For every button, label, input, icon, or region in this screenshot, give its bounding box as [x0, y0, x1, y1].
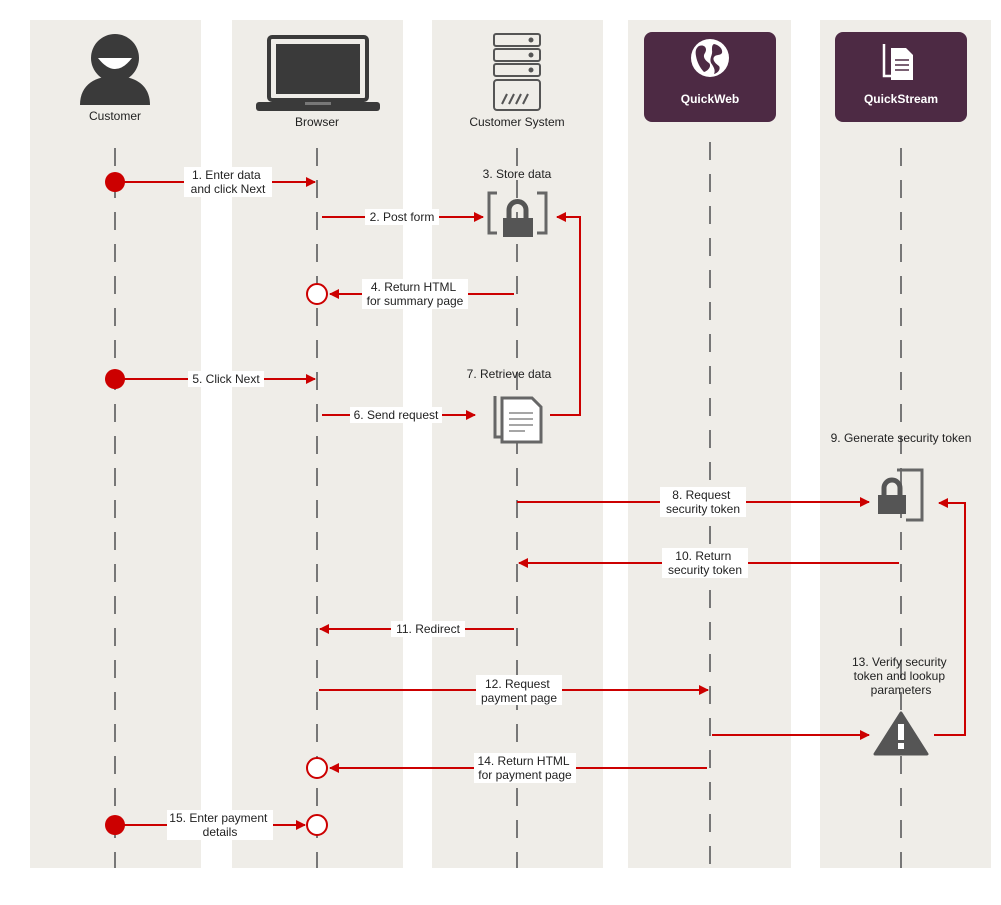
warning-icon: [873, 711, 929, 756]
step-8-label: 8. Request security token: [666, 488, 740, 516]
lock-icon: [487, 191, 548, 237]
step-13-label: 13. Verify security token and lookup par…: [852, 655, 950, 697]
laptop-icon: [256, 35, 380, 111]
participant-label-customer: Customer: [89, 109, 141, 123]
step-7-label: 7. Retrieve data: [467, 367, 552, 381]
documents-icon: [882, 44, 913, 80]
documents-icon: [493, 396, 543, 444]
server-icon: [493, 33, 541, 111]
step-15-label: 15. Enter payment details: [169, 811, 270, 839]
end-circle-step-14: [306, 757, 328, 779]
step-10-label: 10. Return security token: [668, 549, 742, 577]
start-dot-step-1: [105, 172, 125, 192]
step-3-label: 3. Store data: [483, 167, 552, 181]
start-dot-step-5: [105, 369, 125, 389]
step-4-label: 4. Return HTML for summary page: [367, 280, 464, 308]
arrow-step-13-loop: [934, 498, 966, 736]
end-circle-step-15: [306, 814, 328, 836]
lock-icon: [878, 468, 924, 522]
globe-icon: [691, 39, 729, 77]
person-icon: [80, 34, 150, 105]
step-14-label: 14. Return HTML for payment page: [478, 754, 573, 782]
participant-label-system: Customer System: [469, 115, 564, 129]
step-5-label: 5. Click Next: [192, 372, 260, 386]
quickweb-participant: QuickWeb: [644, 32, 776, 122]
step-9-label: 9. Generate security token: [831, 431, 972, 445]
step-6-label: 6. Send request: [354, 408, 439, 422]
step-2-label: 2. Post form: [370, 210, 435, 224]
arrow-step-7: [550, 212, 581, 416]
participant-label-quickstream: QuickStream: [864, 92, 938, 106]
step-12-label: 12. Request payment page: [481, 677, 557, 705]
start-dot-step-15: [105, 815, 125, 835]
participant-label-quickweb: QuickWeb: [681, 92, 739, 106]
end-circle-step-4: [306, 283, 328, 305]
quickstream-participant: QuickStream: [835, 32, 967, 122]
step-1-label: 1. Enter data and click Next: [191, 168, 266, 196]
step-11-label: 11. Redirect: [396, 622, 460, 636]
participant-label-browser: Browser: [295, 115, 339, 129]
